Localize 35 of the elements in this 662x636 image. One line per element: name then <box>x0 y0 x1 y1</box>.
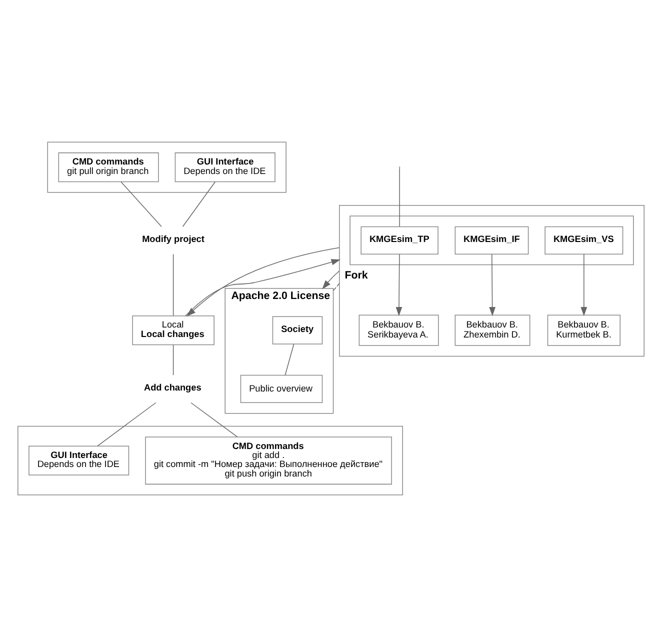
connector <box>284 343 294 375</box>
node-box: KMGEsim_VS <box>544 226 624 254</box>
connector <box>120 180 162 226</box>
connector <box>182 180 216 226</box>
arrow <box>396 253 402 316</box>
node-box: GUI Interface Depends on the IDE <box>174 152 276 182</box>
node-box: Bekbauov B. Kurmetbek B. <box>547 314 620 346</box>
node-text: Modify project <box>142 234 204 244</box>
arrow <box>186 246 340 316</box>
connector <box>399 167 400 226</box>
cluster <box>350 215 634 265</box>
node-box: GUI Interface Depends on the IDE <box>28 445 130 475</box>
node-box: Public overview <box>240 374 323 403</box>
arrow <box>322 270 340 289</box>
cluster <box>339 204 644 356</box>
arrow <box>185 258 340 316</box>
cluster <box>47 141 286 192</box>
node-box: KMGEsim_IF <box>454 226 529 254</box>
node-box: CMD commands git add . git commit -m "Номер задачи: Выполненное действие" git push origin branch <box>145 436 392 484</box>
node-box: KMGEsim_TP <box>360 226 438 254</box>
connector <box>172 344 174 375</box>
node-text: Add changes <box>144 382 202 392</box>
arrow <box>580 253 588 316</box>
connector <box>97 402 156 446</box>
node-box: Local Local changes <box>132 314 214 345</box>
connector <box>172 253 174 316</box>
node-box: Bekbauov B. Serikbayeva A. <box>358 314 439 346</box>
connector <box>332 282 340 291</box>
edge-label: Fork <box>344 269 368 282</box>
node-box: Bekbauov B. Zhexembin D. <box>454 314 530 346</box>
node-box: Society <box>272 316 323 344</box>
node-box: CMD commands git pull origin branch <box>58 152 159 182</box>
arrow <box>489 253 496 316</box>
connector <box>190 402 238 437</box>
cluster <box>18 425 403 495</box>
